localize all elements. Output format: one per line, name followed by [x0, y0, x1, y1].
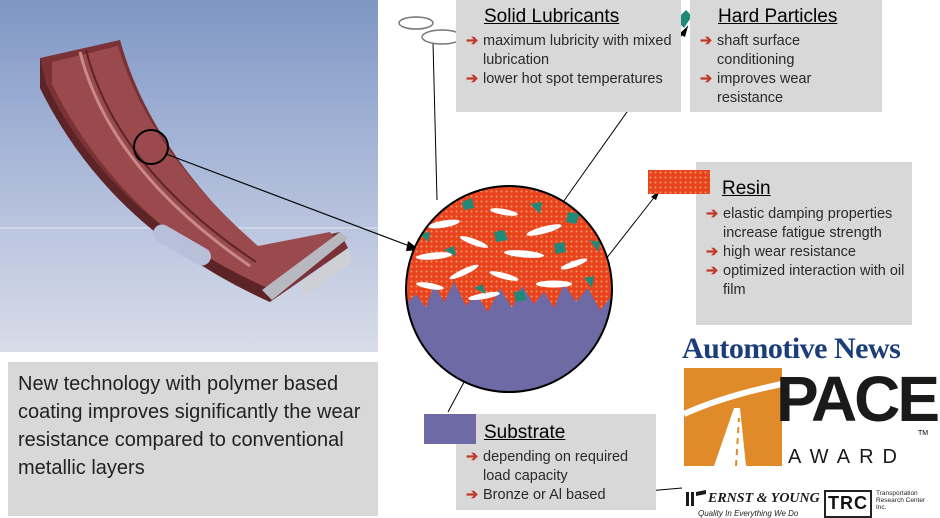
- list-item: ➔depending on required load capacity: [466, 449, 629, 484]
- solid-lubricants-box: Solid Lubricants ➔maximum lubricity with…: [456, 0, 681, 112]
- trc-logo-text: Transportation Research Center Inc.: [876, 490, 926, 511]
- pace-text: PACE: [776, 363, 940, 435]
- list-item: ➔lower hot spot temperatures: [466, 71, 663, 87]
- list-item: ➔shaft surface conditioning: [700, 33, 801, 68]
- trc-logo-mark: TRC: [824, 490, 872, 518]
- list-item: ➔high wear resistance: [706, 244, 856, 260]
- solid-lubricant-icon: [398, 16, 463, 45]
- award-text: AWARD: [788, 446, 906, 468]
- arrow-right-icon: ➔: [706, 206, 719, 222]
- hard-particles-list: ➔shaft surface conditioning ➔improves we…: [700, 32, 870, 108]
- arrow-right-icon: ➔: [706, 263, 719, 279]
- arrow-right-icon: ➔: [706, 244, 719, 260]
- hard-particles-box: Hard Particles ➔shaft surface conditioni…: [690, 0, 882, 112]
- resin-heading: Resin: [722, 178, 771, 199]
- arrow-right-icon: ➔: [466, 449, 479, 465]
- list-item: ➔improves wear resistance: [700, 71, 812, 106]
- substrate-heading: Substrate: [484, 422, 566, 443]
- arrow-right-icon: ➔: [466, 487, 479, 503]
- resin-swatch-icon: [648, 170, 710, 194]
- ernst-young-mark-icon: [684, 490, 708, 508]
- trademark-mark: TM: [918, 430, 929, 437]
- arrow-right-icon: ➔: [466, 33, 479, 49]
- arrow-right-icon: ➔: [700, 33, 713, 49]
- pace-road-icon: [684, 368, 783, 466]
- summary-text-box: New technology with polymer based coatin…: [8, 362, 378, 516]
- ernst-young-tagline: Quality In Everything We Do: [698, 509, 799, 518]
- solid-lubricants-list: ➔maximum lubricity with mixed lubricatio…: [466, 32, 676, 89]
- summary-text: New technology with polymer based coatin…: [18, 373, 361, 479]
- substrate-box: Substrate ➔depending on required load ca…: [456, 414, 656, 510]
- list-item: ➔maximum lubricity with mixed lubricatio…: [466, 33, 672, 68]
- microstructure-circle: [405, 185, 613, 393]
- resin-box: Resin ➔elastic damping properties increa…: [696, 162, 912, 325]
- list-item: ➔elastic damping properties increase fat…: [706, 206, 893, 241]
- pace-award-logo: PACE TM AWARD: [684, 363, 940, 468]
- substrate-list: ➔depending on required load capacity ➔Br…: [466, 448, 652, 505]
- bearing-shell-illustration: [0, 40, 378, 302]
- hard-particles-heading: Hard Particles: [718, 6, 838, 27]
- arrow-right-icon: ➔: [466, 71, 479, 87]
- arrow-right-icon: ➔: [700, 71, 713, 87]
- automotive-news-logo-text: Automotive News: [682, 332, 901, 365]
- substrate-swatch-icon: [424, 414, 476, 444]
- solid-lubricants-heading: Solid Lubricants: [484, 6, 620, 27]
- list-item: ➔Bronze or Al based: [466, 487, 606, 503]
- resin-list: ➔elastic damping properties increase fat…: [706, 205, 906, 300]
- ernst-young-logo-text: ERNST & YOUNG: [708, 491, 820, 506]
- list-item: ➔optimized interaction with oil film: [706, 263, 905, 298]
- bearing-photo: [0, 0, 378, 352]
